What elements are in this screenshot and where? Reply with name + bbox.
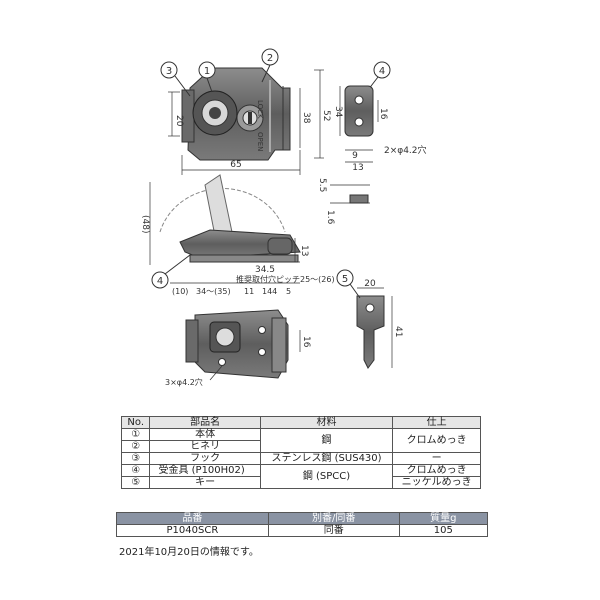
cell-material: 鋼 (SPCC) (259, 464, 394, 489)
cell-name: ヒネリ (149, 440, 261, 453)
cell-finish: ニッケルめっき (392, 476, 481, 489)
table-row: P1040SCR 同番 105 (116, 524, 489, 537)
keeper-top-view (344, 85, 374, 137)
cell-no: ② (120, 440, 151, 453)
table-row: ⑤ キー ニッケルめっき (120, 476, 481, 489)
col-mass: 質量g (398, 512, 489, 525)
dim-pitch: 推奨取付穴ピッチ25～(26) (236, 274, 335, 284)
col-code: 品番 (116, 512, 269, 525)
cell-material: ステンレス鋼 (SUS430) (259, 452, 394, 465)
cell-name: 受金具 (P100H02) (149, 464, 261, 477)
info-date-note: 2021年10月20日の情報です。 (119, 547, 259, 558)
dim-b11: 11 (244, 287, 254, 296)
col-no: No. (120, 416, 151, 429)
table-row: ③ フック ステンレス鋼 (SUS430) ー (120, 452, 481, 465)
table-row: ① 本体 鋼 クロムめっき (120, 428, 481, 453)
latch-side-view (159, 174, 301, 263)
col-alt: 別番/同番 (267, 512, 400, 525)
balloon-5: 5 (342, 274, 348, 285)
product-table: 品番 別番/同番 質量g P1040SCR 同番 105 (116, 512, 489, 537)
cell-finish: クロムめっき (392, 428, 481, 453)
dim-b10: (10) (172, 287, 188, 296)
cell-no: ⑤ (120, 476, 151, 489)
dim-b5: 5 (286, 287, 291, 296)
dim-345: 34.5 (255, 265, 275, 275)
balloon-1: 1 (204, 66, 210, 77)
cell-no: ④ (120, 464, 151, 477)
dim-keeper-16: 16 (378, 108, 388, 120)
lock-label: LOCK (256, 100, 264, 119)
dim-b34: 34～(35) (196, 287, 231, 296)
dim-keeper-13: 13 (352, 163, 363, 173)
cell-code: P1040SCR (116, 524, 269, 537)
col-material: 材料 (259, 416, 394, 429)
dim-65: 65 (230, 160, 241, 170)
balloon-4-side: 4 (157, 276, 163, 287)
cell-alt: 同番 (267, 524, 400, 537)
key-view (356, 295, 385, 369)
dim-keeper-34: 34 (333, 106, 343, 118)
col-name: 部品名 (149, 416, 261, 429)
latch-top-view (181, 67, 291, 161)
cell-mass: 105 (398, 524, 489, 537)
dim-keeper-16b: 1.6 (325, 210, 335, 225)
cell-finish: クロムめっき (392, 464, 481, 477)
technical-drawing: LOCK OPEN 65 20 38 52 3 1 2 4 (140, 48, 427, 387)
balloon-2: 2 (267, 53, 273, 64)
dim-13: 13 (299, 245, 309, 256)
cell-material: 鋼 (259, 428, 394, 453)
dim-keeper-55: 5.5 (317, 178, 327, 192)
dim-key-41: 41 (393, 326, 403, 337)
dim-20: 20 (174, 115, 184, 127)
latch-bottom-view (185, 309, 289, 379)
cell-finish: ー (392, 452, 481, 465)
balloon-3: 3 (166, 66, 172, 77)
dim-48: (48) (140, 215, 150, 233)
cell-no: ① (120, 428, 151, 441)
product-table-header: 品番 別番/同番 質量g (116, 512, 489, 525)
cell-no: ③ (120, 452, 151, 465)
dim-38: 38 (301, 112, 311, 124)
cell-name: フック (149, 452, 261, 465)
cell-name: 本体 (149, 428, 261, 441)
dim-bottom-16: 16 (301, 336, 311, 348)
dim-keeper-hole: 2×φ4.2穴 (384, 144, 427, 156)
open-label: OPEN (256, 132, 264, 151)
dim-52: 52 (321, 110, 331, 121)
col-finish: 仕上 (392, 416, 481, 429)
keeper-side-view (330, 184, 370, 204)
parts-table: No. 部品名 材料 仕上 ① 本体 鋼 クロムめっき ② ヒネリ ③ フック … (120, 416, 481, 489)
dim-bottom-hole: 3×φ4.2穴 (165, 377, 203, 387)
dim-key-20: 20 (364, 279, 376, 289)
dim-keeper-9: 9 (352, 151, 358, 161)
table-row: ④ 受金具 (P100H02) 鋼 (SPCC) クロムめっき (120, 464, 481, 489)
parts-table-header: No. 部品名 材料 仕上 (120, 416, 481, 429)
dim-b144: 144 (262, 287, 277, 296)
cell-name: キー (149, 476, 261, 489)
balloon-4: 4 (379, 66, 385, 77)
